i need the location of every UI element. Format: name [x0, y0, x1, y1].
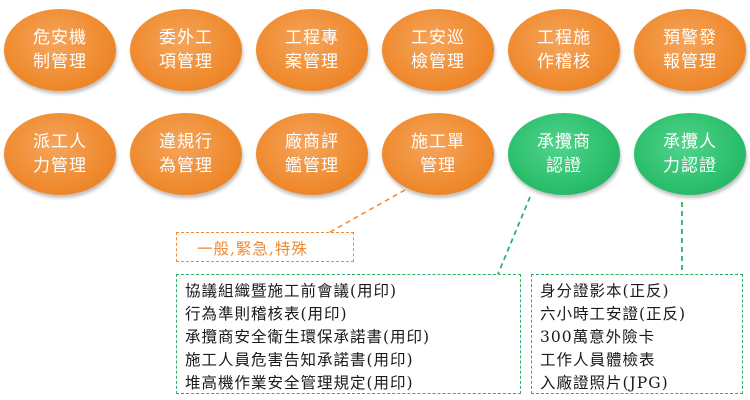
node-engineering-project[interactable]: 工程專 案管理 — [256, 9, 368, 91]
contractor-docs-box: 協議組織暨施工前會議(用印) 行為準則稽核表(用印) 承攬商安全衛生環保承諾書(… — [176, 274, 521, 394]
connector-work-order — [329, 189, 406, 233]
node-worker-certification[interactable]: 承攬人 力認證 — [634, 113, 746, 195]
contractor-doc-item: 堆高機作業安全管理規定(用印) — [185, 374, 414, 392]
node-label: 違規行 為管理 — [159, 132, 213, 176]
worker-docs-box: 身分證影本(正反) 六小時工安證(正反) 300萬意外險卡 工作人員體檢表 入廠… — [531, 274, 743, 394]
node-violation-behavior[interactable]: 違規行 為管理 — [130, 113, 242, 195]
node-label: 承攬人 力認證 — [663, 132, 717, 176]
node-label: 承攬商 認證 — [537, 132, 591, 176]
node-outsourced-items[interactable]: 委外工 項管理 — [130, 9, 242, 91]
node-label: 工程專 案管理 — [285, 28, 339, 72]
contractor-doc-item: 行為準則稽核表(用印) — [185, 305, 348, 323]
node-safety-inspection[interactable]: 工安巡 檢管理 — [382, 9, 494, 91]
work-order-types-text: 一般,緊急,特殊 — [197, 240, 308, 258]
node-label: 委外工 項管理 — [159, 28, 213, 72]
connector-contractor — [497, 196, 531, 275]
node-label: 廠商評 鑑管理 — [285, 132, 339, 176]
node-early-warning[interactable]: 預警發 報管理 — [634, 9, 746, 91]
contractor-doc-item: 承攬商安全衛生環保承諾書(用印) — [185, 328, 431, 346]
node-label: 工程施 作稽核 — [537, 28, 591, 72]
node-label: 預警發 報管理 — [663, 28, 717, 72]
node-label: 危安機 制管理 — [33, 28, 87, 72]
contractor-doc-item: 施工人員危害告知承諾書(用印) — [185, 351, 414, 369]
node-construction-audit[interactable]: 工程施 作稽核 — [508, 9, 620, 91]
node-dispatch-manpower[interactable]: 派工人 力管理 — [4, 113, 116, 195]
worker-doc-item: 工作人員體檢表 — [540, 351, 656, 369]
worker-doc-item: 入廠證照片(JPG) — [540, 374, 669, 392]
worker-doc-item: 六小時工安證(正反) — [540, 305, 687, 323]
node-work-order[interactable]: 施工單 管理 — [382, 113, 494, 195]
worker-doc-item: 300萬意外險卡 — [540, 328, 656, 346]
worker-doc-item: 身分證影本(正反) — [540, 282, 670, 300]
work-order-types-box: 一般,緊急,特殊 — [176, 232, 354, 262]
node-label: 工安巡 檢管理 — [411, 28, 465, 72]
node-label: 派工人 力管理 — [33, 132, 87, 176]
node-hazard-mechanism[interactable]: 危安機 制管理 — [4, 9, 116, 91]
node-vendor-evaluation[interactable]: 廠商評 鑑管理 — [256, 113, 368, 195]
node-contractor-certification[interactable]: 承攬商 認證 — [508, 113, 620, 195]
contractor-doc-item: 協議組織暨施工前會議(用印) — [185, 282, 398, 300]
node-label: 施工單 管理 — [411, 132, 465, 176]
